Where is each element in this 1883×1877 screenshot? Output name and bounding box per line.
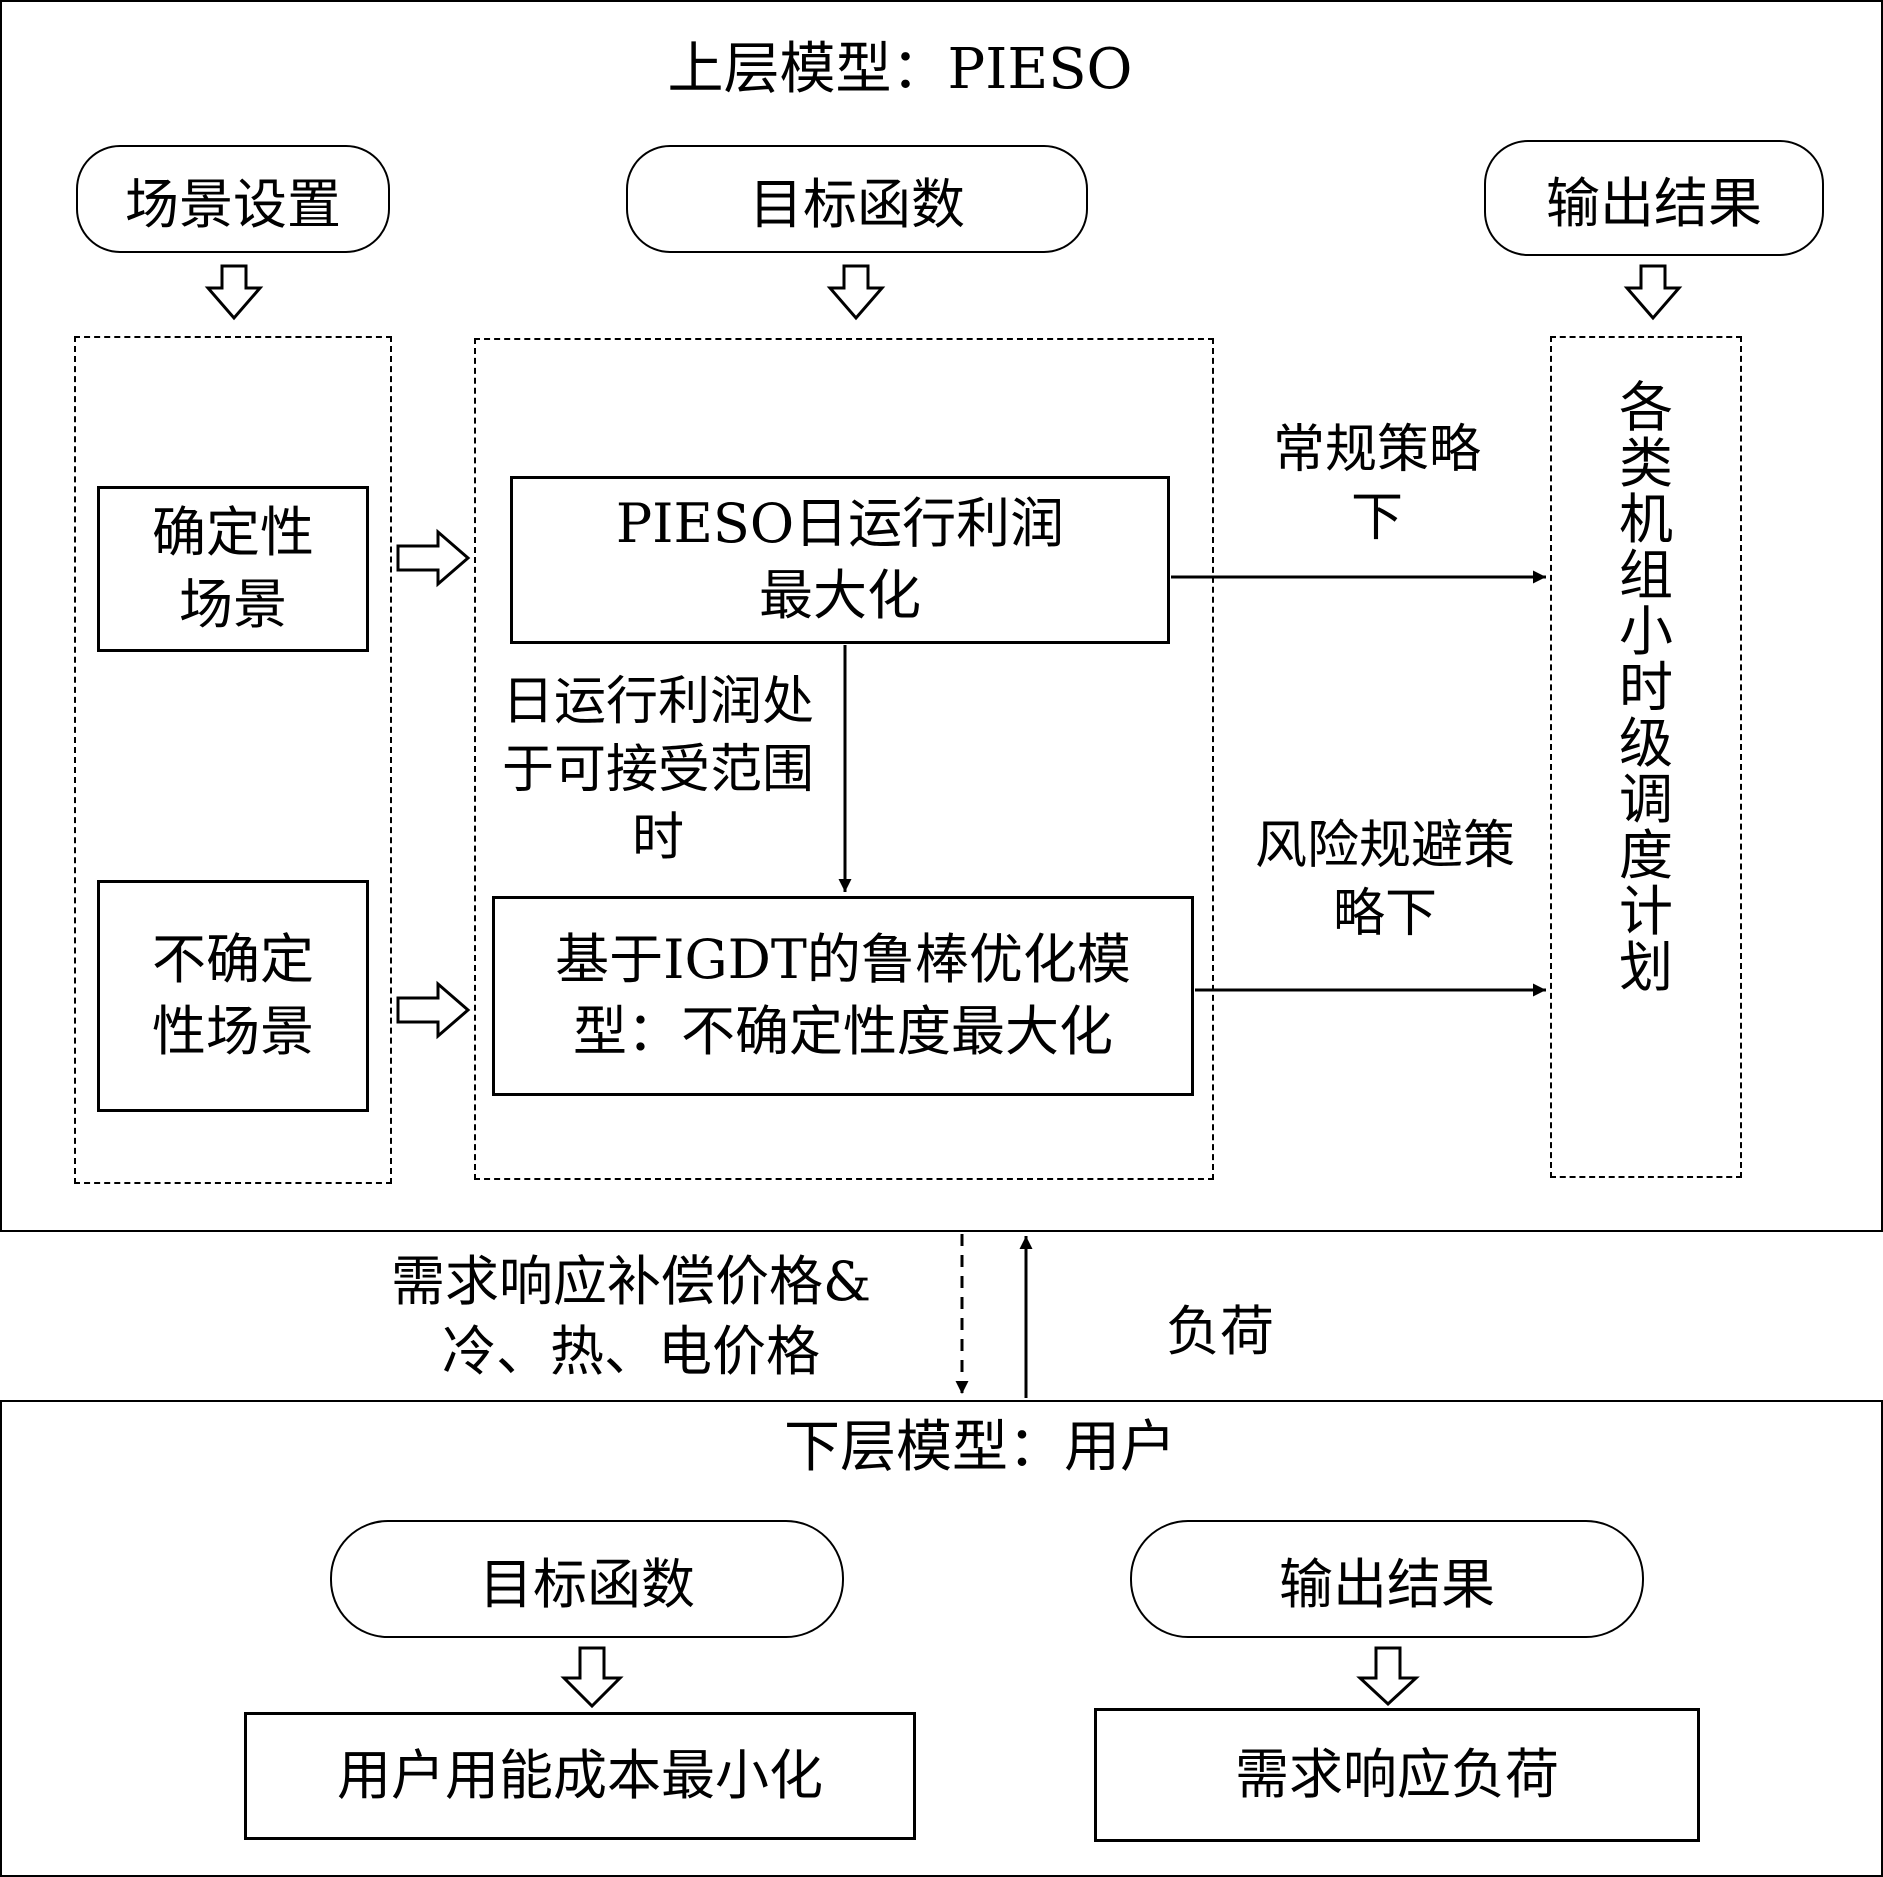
hollow-right-arrow-icon	[396, 528, 471, 588]
uncertain-scenario-label: 不确定性场景	[152, 928, 314, 1063]
risk-averse-strategy-label: 风险规避策略下	[1254, 816, 1515, 944]
acceptable-profit-condition-label: 日运行利润处于可接受范围时	[501, 672, 814, 868]
demand-response-load-box: 需求响应负荷	[1094, 1708, 1700, 1842]
price-signal-label-line1: 需求响应补偿价格&	[390, 1250, 872, 1313]
deterministic-scenario-label: 确定性场景	[152, 501, 314, 636]
deterministic-scenario-box: 确定性场景	[97, 486, 369, 652]
unit-hourly-schedule-label: 各类机组小时级调度计划	[1619, 376, 1673, 999]
upper-model-title: 上层模型：PIESO	[667, 37, 1133, 102]
hollow-down-arrow-icon	[1356, 1646, 1420, 1707]
lower-objective-header: 目标函数	[330, 1520, 844, 1638]
profit-maximization-box: PIESO日运行利润最大化	[510, 476, 1170, 644]
hollow-down-arrow-icon	[1623, 264, 1683, 321]
output-group	[1550, 336, 1742, 1178]
hollow-down-arrow-icon	[826, 264, 886, 321]
lower-output-header: 输出结果	[1130, 1520, 1644, 1638]
lower-model-title: 下层模型：用户	[784, 1415, 1176, 1480]
conventional-strategy-label: 常规策略下	[1272, 420, 1481, 548]
scenario-setting-header: 场景设置	[76, 145, 390, 253]
profit-maximization-label: PIESO日运行利润最大化	[615, 492, 1065, 627]
igdt-robust-model-label: 基于IGDT的鲁棒优化模型：不确定性度最大化	[555, 928, 1131, 1063]
objective-group	[474, 338, 1214, 1180]
igdt-robust-model-box: 基于IGDT的鲁棒优化模型：不确定性度最大化	[492, 896, 1194, 1096]
hollow-down-arrow-icon	[560, 1646, 624, 1709]
demand-response-load-label: 需求响应负荷	[1235, 1743, 1559, 1806]
price-signal-label-line2: 冷、热、电价格	[442, 1320, 820, 1383]
uncertain-scenario-box: 不确定性场景	[97, 880, 369, 1112]
hollow-right-arrow-icon	[396, 980, 471, 1040]
load-feedback-label: 负荷	[1166, 1300, 1274, 1363]
user-cost-minimization-box: 用户用能成本最小化	[244, 1712, 916, 1840]
hollow-down-arrow-icon	[204, 264, 264, 321]
hollow-down-arrow-icon-group	[204, 264, 1683, 1709]
upper-output-header: 输出结果	[1484, 140, 1824, 256]
user-cost-minimization-label: 用户用能成本最小化	[337, 1744, 823, 1807]
upper-objective-header: 目标函数	[626, 145, 1088, 253]
scenario-group	[74, 336, 392, 1184]
